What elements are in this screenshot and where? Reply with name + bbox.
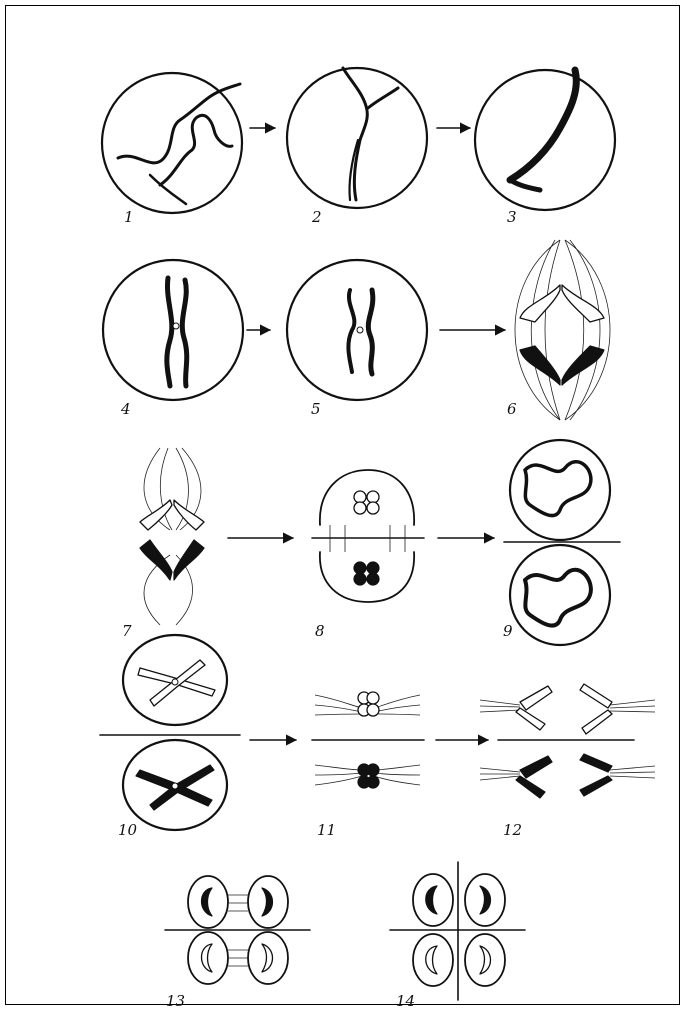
label-1: 1 xyxy=(124,208,134,226)
label-4: 4 xyxy=(120,400,131,418)
stage-2-zygotene xyxy=(287,68,427,208)
label-6: 6 xyxy=(507,400,517,418)
stage-7-anaphase-1 xyxy=(140,448,204,625)
stage-3-pachytene xyxy=(475,70,615,210)
label-10: 10 xyxy=(118,821,138,839)
label-3: 3 xyxy=(507,208,517,226)
label-5: 5 xyxy=(311,400,321,418)
stage-1-leptotene xyxy=(102,73,242,213)
stage-4-diplotene xyxy=(103,260,243,400)
label-8: 8 xyxy=(315,622,325,640)
stage-5-diakinesis xyxy=(287,260,427,400)
label-2: 2 xyxy=(311,208,322,226)
label-11: 11 xyxy=(317,821,336,839)
label-9: 9 xyxy=(503,622,513,640)
stage-6-metaphase-1 xyxy=(515,240,610,420)
stage-8-telophase-1 xyxy=(312,470,424,602)
label-14: 14 xyxy=(396,992,415,1010)
stage-14-tetrad xyxy=(390,862,525,1000)
stage-9-interkinesis xyxy=(504,440,620,645)
label-7: 7 xyxy=(122,622,132,640)
stage-11-metaphase-2 xyxy=(312,692,424,788)
stage-10-prophase-2 xyxy=(100,635,240,830)
stage-12-anaphase-2 xyxy=(480,684,655,798)
stage-13-telophase-2 xyxy=(165,876,310,984)
label-12: 12 xyxy=(503,821,522,839)
label-13: 13 xyxy=(166,992,185,1010)
